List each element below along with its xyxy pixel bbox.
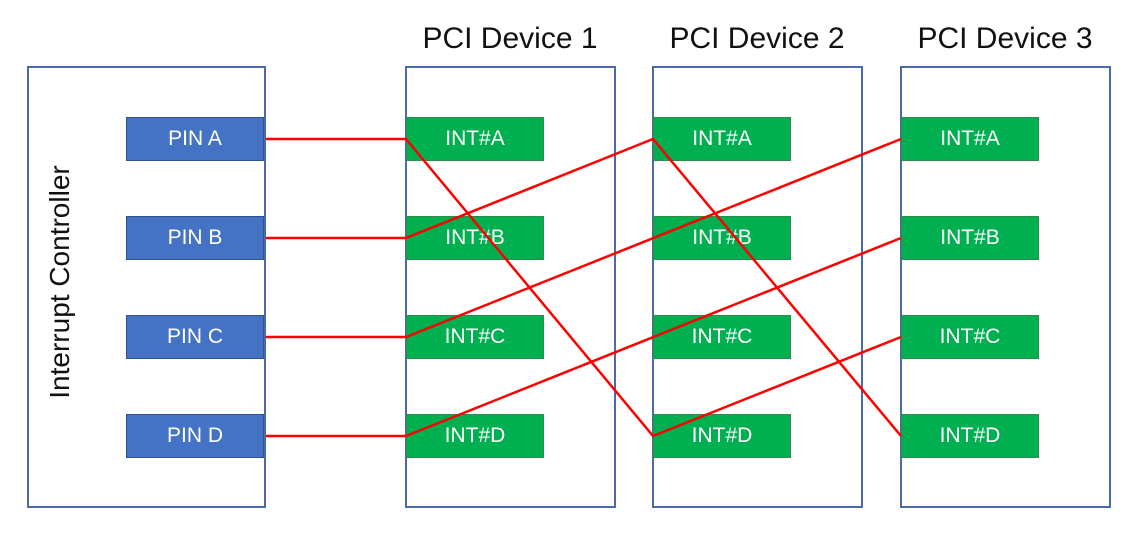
wire-d2-intd-d3-intc bbox=[652, 335, 902, 438]
pin-d: PIN D bbox=[126, 414, 264, 458]
pci-device-1-title: PCI Device 1 bbox=[422, 22, 598, 55]
pin-b: PIN B bbox=[126, 216, 264, 260]
wire-pin-c bbox=[266, 137, 902, 339]
device-2-int-c: INT#C bbox=[653, 315, 791, 359]
device-2-int-d: INT#D bbox=[653, 414, 791, 458]
wire-pin-a bbox=[266, 137, 654, 437]
device-1-int-d: INT#D bbox=[406, 414, 544, 458]
device-3-int-b: INT#B bbox=[901, 216, 1039, 260]
device-3-int-a: INT#A bbox=[901, 117, 1039, 161]
wire-pin-b bbox=[266, 137, 902, 437]
device-2-int-a: INT#A bbox=[653, 117, 791, 161]
pci-device-3-title: PCI Device 3 bbox=[917, 22, 1093, 55]
pin-c: PIN C bbox=[126, 315, 264, 359]
device-3-int-d: INT#D bbox=[901, 414, 1039, 458]
device-1-int-c: INT#C bbox=[406, 315, 544, 359]
device-1-int-a: INT#A bbox=[406, 117, 544, 161]
wire-pin-d bbox=[266, 236, 902, 438]
pin-a: PIN A bbox=[126, 117, 264, 161]
device-3-int-c: INT#C bbox=[901, 315, 1039, 359]
pci-device-2-title: PCI Device 2 bbox=[669, 22, 845, 55]
device-2-int-b: INT#B bbox=[653, 216, 791, 260]
